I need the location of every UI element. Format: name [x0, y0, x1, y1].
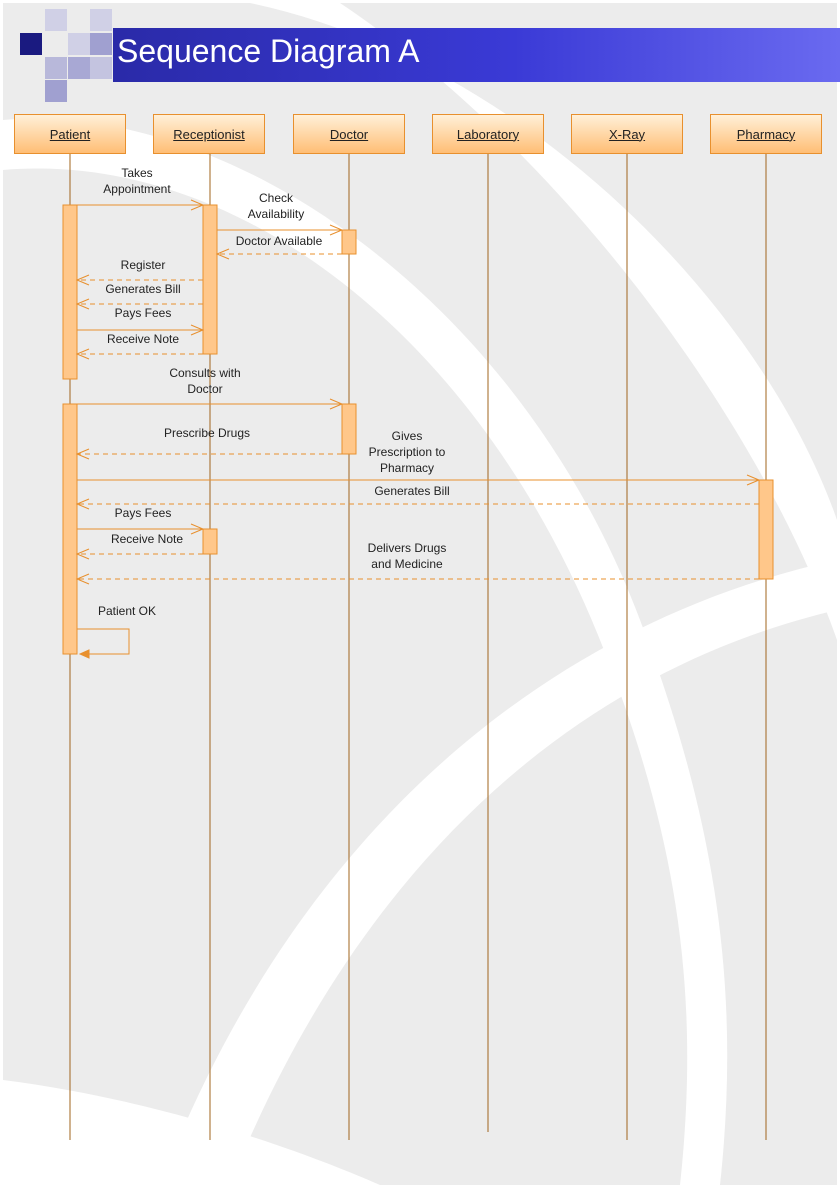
activation-bar	[202, 528, 218, 555]
arrow-head	[190, 523, 205, 535]
logo-square	[90, 9, 112, 31]
arrow-head	[75, 448, 90, 460]
lifeline-patient: Patient	[14, 114, 126, 154]
arrow-head	[75, 498, 90, 510]
arrow-head	[190, 324, 205, 336]
arrow-head	[75, 573, 90, 585]
logo-square	[68, 57, 90, 79]
message-label: Patient OK	[98, 604, 156, 618]
logo-square	[45, 9, 67, 31]
activation-bar	[62, 403, 78, 655]
logo-square	[90, 57, 112, 79]
message-label: Prescribe Drugs	[164, 426, 250, 440]
diagram-title: Sequence Diagram A	[117, 33, 420, 69]
logo-square	[90, 33, 112, 55]
arrow-head	[75, 274, 90, 286]
arrow-head	[75, 298, 90, 310]
arrow-head	[215, 248, 230, 260]
activation-bar	[758, 479, 774, 580]
message-label: Doctor Available	[236, 234, 323, 248]
arrow-head	[329, 398, 344, 410]
activation-bar	[62, 204, 78, 380]
arrow-head	[190, 199, 205, 211]
logo-square	[45, 57, 67, 79]
arrow-head	[78, 649, 90, 659]
title-bar	[113, 28, 840, 82]
lifeline-xray: X-Ray	[571, 114, 683, 154]
lifeline-doctor: Doctor	[293, 114, 405, 154]
message-label: Generates Bill	[105, 282, 180, 296]
arrow-head	[75, 348, 90, 360]
activation-bar	[341, 229, 357, 255]
message-arrow	[77, 628, 130, 655]
logo-square	[45, 80, 67, 102]
lifeline-receptionist: Receptionist	[153, 114, 265, 154]
message-label: Receive Note	[111, 532, 183, 546]
lifeline-laboratory: Laboratory	[432, 114, 544, 154]
message-label: Generates Bill	[374, 484, 449, 498]
message-label: Receive Note	[107, 332, 179, 346]
message-label: Pays Fees	[115, 306, 172, 320]
logo-square	[68, 33, 90, 55]
logo-square	[20, 33, 42, 55]
activation-bar	[341, 403, 357, 455]
message-label: Register	[121, 258, 166, 272]
activation-bar	[202, 204, 218, 355]
arrow-head	[329, 224, 344, 236]
lifeline-pharmacy: Pharmacy	[710, 114, 822, 154]
message-label: Pays Fees	[115, 506, 172, 520]
arrow-head	[75, 548, 90, 560]
arrow-head	[746, 474, 761, 486]
